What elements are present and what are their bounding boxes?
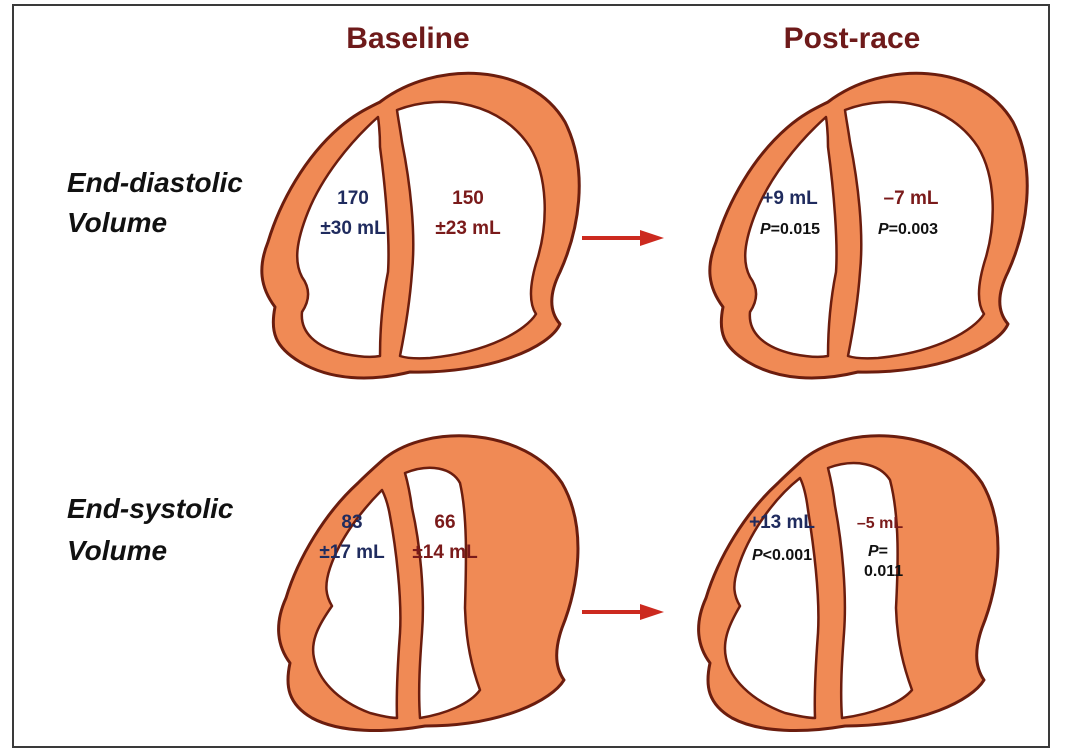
post-race-diastolic-lv-change: +9 mL <box>762 188 818 209</box>
post-race-systolic-lv-p: P<0.001 <box>752 547 812 564</box>
arrow-icon-systolic <box>582 604 664 620</box>
baseline-diastolic-rv-sd: ±23 mL <box>435 218 501 239</box>
baseline-systolic-rv-sd: ±14 mL <box>412 542 478 563</box>
post-race-systolic-rv-p-value: 0.011 <box>864 563 903 580</box>
row-label-end-diastolic-line1: End-diastolic <box>67 167 243 198</box>
post-race-systolic-rv-change: –5 mL <box>857 515 903 532</box>
baseline-diastolic-rv-value: 150 <box>452 188 484 209</box>
column-title-post-race: Post-race <box>784 22 921 55</box>
baseline-diastolic-lv-sd: ±30 mL <box>320 218 386 239</box>
row-label-end-systolic-line1: End-systolic <box>67 493 234 524</box>
column-title-baseline: Baseline <box>346 22 469 55</box>
baseline-systolic-lv-value: 83 <box>341 512 362 533</box>
baseline-diastolic-lv-value: 170 <box>337 188 369 209</box>
post-race-systolic-lv-change: +13 mL <box>749 512 815 533</box>
baseline-systolic-rv-value: 66 <box>434 512 455 533</box>
post-race-diastolic-rv-p: P=0.003 <box>878 221 938 238</box>
post-race-diastolic-rv-change: –7 mL <box>884 188 939 209</box>
heart-post-race-diastolic <box>710 73 1027 378</box>
row-label-end-systolic-line2: Volume <box>67 535 167 566</box>
baseline-systolic-lv-sd: ±17 mL <box>319 542 385 563</box>
heart-baseline-diastolic <box>262 73 579 378</box>
heart-baseline-systolic <box>279 436 578 731</box>
post-race-systolic-rv-p: P= <box>868 543 888 560</box>
post-race-diastolic-lv-p: P=0.015 <box>760 221 820 238</box>
arrow-icon-diastolic <box>582 230 664 246</box>
heart-post-race-systolic <box>699 436 998 731</box>
row-label-end-diastolic-line2: Volume <box>67 207 167 238</box>
